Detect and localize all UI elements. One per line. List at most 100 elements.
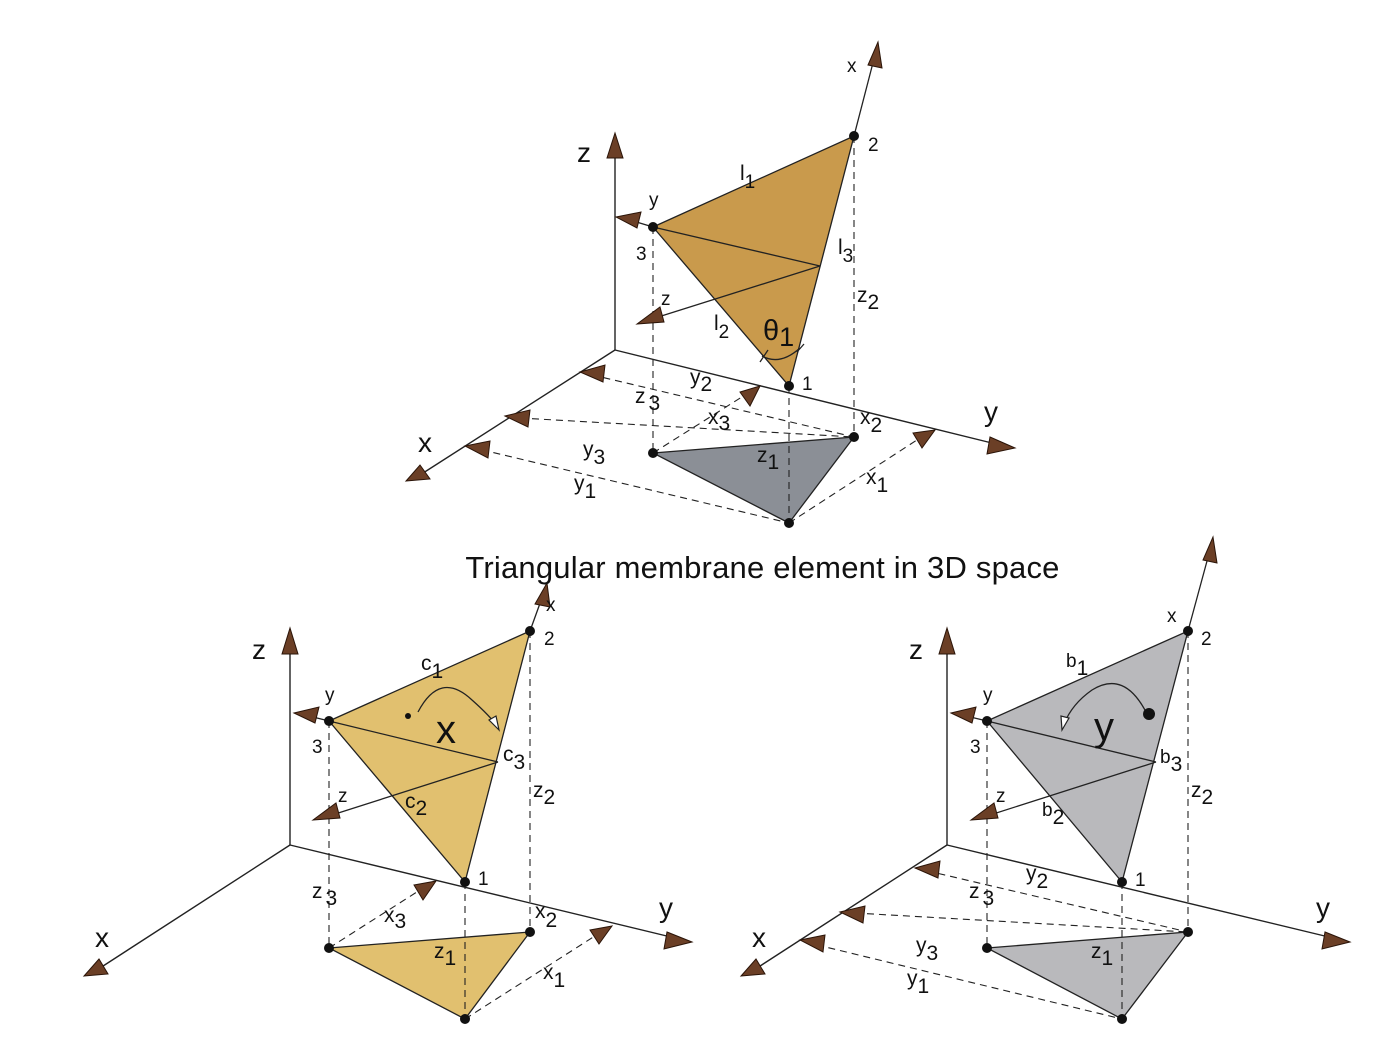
node-3-label-top: 3: [636, 244, 647, 265]
element-triangle-right: [985, 629, 1189, 884]
dim-y2-label-top: y2: [690, 366, 712, 396]
local-axes-right: [961, 549, 1211, 816]
edge-b1-label: b1: [1066, 651, 1088, 680]
edge-l2-label: l2: [714, 312, 729, 343]
arrow-x1-top: [912, 429, 937, 449]
arrow-z-global-top: [606, 131, 624, 159]
global-axis-x-label-right: x: [752, 922, 766, 953]
edge-c1-label: c1: [421, 652, 443, 683]
node-3-label-right: 3: [970, 737, 981, 758]
node-1-proj-top: [784, 518, 794, 528]
element-triangle-left: [327, 629, 531, 884]
arrow-y1-right: [798, 934, 826, 953]
node-2-label-top: 2: [868, 135, 879, 156]
dim-x3-label-left: x3: [384, 904, 406, 933]
node-1-label-right: 1: [1135, 870, 1146, 891]
dim-y2-label-right: y2: [1026, 862, 1048, 893]
global-axes-right: [756, 650, 1334, 969]
edge-c2-label: c2: [405, 790, 427, 820]
projection-lines-left: [328, 631, 599, 1020]
arrow-x3-top: [739, 385, 761, 407]
node-1-label-left: 1: [478, 869, 489, 890]
arrow-x-global-right: [739, 958, 766, 977]
node-2-label-left: 2: [544, 629, 555, 650]
arrow-z-global-right: [938, 626, 956, 655]
arrow-y3-right: [838, 905, 866, 924]
dim-x2-label-top: x2: [860, 406, 882, 437]
theta-arc: [761, 347, 801, 361]
dim-z2-label-left: z2: [533, 779, 555, 809]
node-2-label-right: 2: [1201, 629, 1212, 650]
arrow-y-global-left: [663, 931, 694, 950]
nodes-left: [324, 626, 535, 1024]
local-axis-z-label-right: z: [996, 786, 1006, 807]
arrows-right: [739, 535, 1352, 977]
angle-theta1-label: θ1: [763, 315, 794, 352]
dim-x1-label-left: x1: [543, 961, 565, 992]
dim-z2-label-top: z2: [857, 284, 879, 314]
node-3-proj-right: [982, 943, 992, 953]
local-axis-x-label-top: x: [847, 56, 857, 77]
local-axis-y-label-left: y: [325, 685, 335, 706]
moment-x-label: x: [436, 708, 456, 752]
arrow-z-local-top: [635, 306, 665, 325]
edge-b2-label: b2: [1042, 800, 1064, 829]
global-axes-left: [99, 650, 676, 969]
dim-x1-label-top: x1: [866, 466, 888, 497]
arrow-x-local-top: [867, 40, 883, 69]
dim-x2-label-left: x2: [535, 900, 557, 932]
node-3-proj-top: [648, 448, 658, 458]
arrow-z-local-right: [969, 802, 999, 821]
edge-l1-label: l1: [740, 162, 755, 193]
arrows-left: [82, 581, 694, 977]
dim-z2-label-right: z2: [1191, 779, 1213, 809]
projection-lines-top: [469, 136, 921, 524]
local-axis-y-label-top: y: [649, 190, 659, 211]
dim-z1-label-top: z1: [757, 444, 779, 474]
node-2-right: [1183, 626, 1193, 636]
nodes-right: [982, 626, 1193, 1024]
global-axis-z-label-right: z: [909, 634, 923, 665]
arrow-x-global-top: [404, 464, 431, 482]
node-2-top: [849, 131, 859, 141]
edge-b3-label: b3: [1160, 747, 1182, 776]
arrow-x-global-left: [82, 958, 109, 977]
arrow-y-local-left: [292, 706, 320, 724]
node-2-proj-top: [849, 432, 859, 442]
node-3-left: [324, 716, 334, 726]
dim-y1-label-right: y1: [907, 967, 929, 998]
arrow-y-global-right: [1321, 931, 1352, 950]
node-1-right: [1117, 877, 1127, 887]
local-axis-x-label-left: x: [546, 595, 556, 616]
arrow-y-local-right: [949, 706, 977, 724]
arrow-y-global-top: [986, 436, 1017, 455]
global-axis-z-label-top: z: [577, 137, 591, 168]
dim-y3-label-right: y3: [916, 934, 938, 965]
node-3-label-left: 3: [312, 737, 323, 758]
nodes-top: [648, 131, 859, 528]
theta-tick-right: [796, 343, 805, 353]
dim-x3-label-top: x3: [708, 406, 730, 435]
arrows-top: [404, 40, 1017, 482]
diagram-caption: Triangular membrane element in 3D space: [465, 550, 1060, 585]
moment-origin-y: [1143, 708, 1155, 720]
arrow-y2-top: [578, 364, 606, 383]
node-3-proj-left: [324, 943, 334, 953]
local-axis-z-label-top: z: [661, 289, 671, 310]
projection-triangle-right: [984, 931, 1190, 1020]
arrow-x-local-right: [1202, 535, 1218, 564]
local-axis-z-label-left: z: [338, 786, 348, 807]
node-1-left: [460, 877, 470, 887]
arrow-y3-top: [503, 409, 531, 428]
arrow-y-local-top: [614, 211, 642, 229]
global-axis-y-label-left: y: [659, 892, 673, 923]
arrow-z-local-left: [311, 802, 341, 821]
arrow-z-global-left: [281, 626, 299, 655]
moment-arrowhead-y: [1060, 715, 1070, 732]
global-axis-z-label-left: z: [252, 634, 266, 665]
global-axis-x-label-top: x: [418, 427, 432, 458]
